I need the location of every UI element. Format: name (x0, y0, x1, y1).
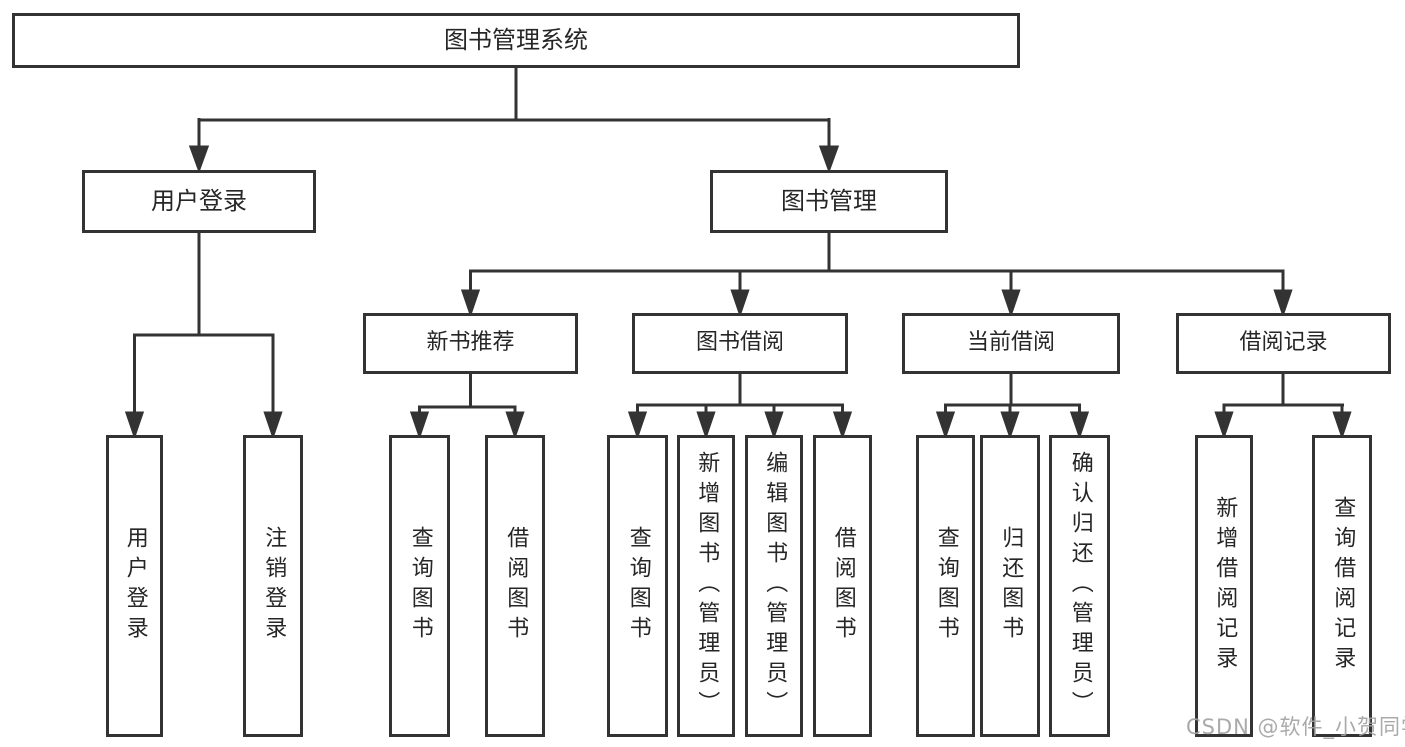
edge-book-borrowing-branch-line (636, 374, 844, 407)
arrow-down-icon-book-borrowing (730, 269, 750, 318)
leaf-bb-edit-books-admin: 编辑图书（管理员） (745, 435, 803, 737)
edge-current-borrowing-branch-line (944, 374, 1081, 407)
arrow-down-icon-cb-query-books (935, 403, 956, 440)
leaf-nb-borrow-books: 借阅图书 (485, 435, 545, 737)
arrow-down-icon-borrowing-records (1273, 269, 1293, 318)
node-book-management: 图书管理 (710, 170, 948, 233)
leaf-cb-return-books: 归还图书 (980, 435, 1040, 737)
arrow-down-icon-leaf-logout (263, 333, 283, 440)
leaf-bb-borrow-books: 借阅图书 (813, 435, 872, 737)
edge-borrowing-records-branch-line (1223, 374, 1344, 407)
leaf-bb-query-books: 查询图书 (607, 435, 668, 737)
arrow-down-icon-cb-return-books (1000, 403, 1020, 440)
node-new-book-recommend: 新书推荐 (363, 313, 578, 374)
leaf-br-query-record: 查询借阅记录 (1312, 435, 1372, 737)
edge-book-management-branch-line (470, 233, 1285, 273)
leaf-bb-add-books-admin: 新增图书（管理员） (677, 435, 735, 737)
edge-root-branch-line (197, 66, 831, 122)
arrow-down-icon-nb-borrow-books (505, 405, 525, 440)
node-current-borrowing: 当前借阅 (902, 313, 1120, 374)
arrow-down-icon-nb-query-books (409, 405, 430, 440)
arrow-down-icon-book-management (818, 118, 840, 174)
arrow-down-icon-current-borrowing (1001, 269, 1021, 318)
node-library-management-system: 图书管理系统 (12, 13, 1020, 68)
leaf-cb-confirm-return-admin: 确认归还（管理员） (1049, 435, 1110, 737)
leaf-logout-login: 注销登录 (243, 435, 303, 737)
arrow-down-icon-bb-edit-books (764, 403, 784, 440)
arrow-down-icon-br-add-record (1214, 403, 1234, 440)
leaf-nb-query-books: 查询图书 (389, 435, 450, 737)
node-borrowing-records: 借阅记录 (1176, 313, 1391, 374)
arrow-down-icon-user-login (188, 118, 210, 174)
edge-user-login-branch-line (133, 233, 275, 337)
arrow-down-icon-cb-confirm-return (1069, 403, 1090, 440)
arrow-down-icon-bb-add-books (696, 403, 716, 440)
arrow-down-icon-br-query-record (1332, 403, 1352, 440)
leaf-user-login: 用户登录 (106, 435, 163, 737)
leaf-br-add-record: 新增借阅记录 (1195, 435, 1253, 737)
node-book-borrowing: 图书借阅 (632, 313, 848, 374)
node-user-login: 用户登录 (82, 170, 316, 233)
watermark-text: CSDN @软件_小贺同学 (1186, 715, 1405, 739)
arrow-down-icon-bb-borrow-books (832, 403, 853, 440)
edge-new-book-recommend-branch-line (418, 374, 517, 409)
arrow-down-icon-bb-query-books (627, 403, 648, 440)
leaf-cb-query-books: 查询图书 (916, 435, 975, 737)
arrow-down-icon-new-book-recommend (460, 269, 481, 318)
arrow-down-icon-leaf-user-login (124, 333, 145, 440)
